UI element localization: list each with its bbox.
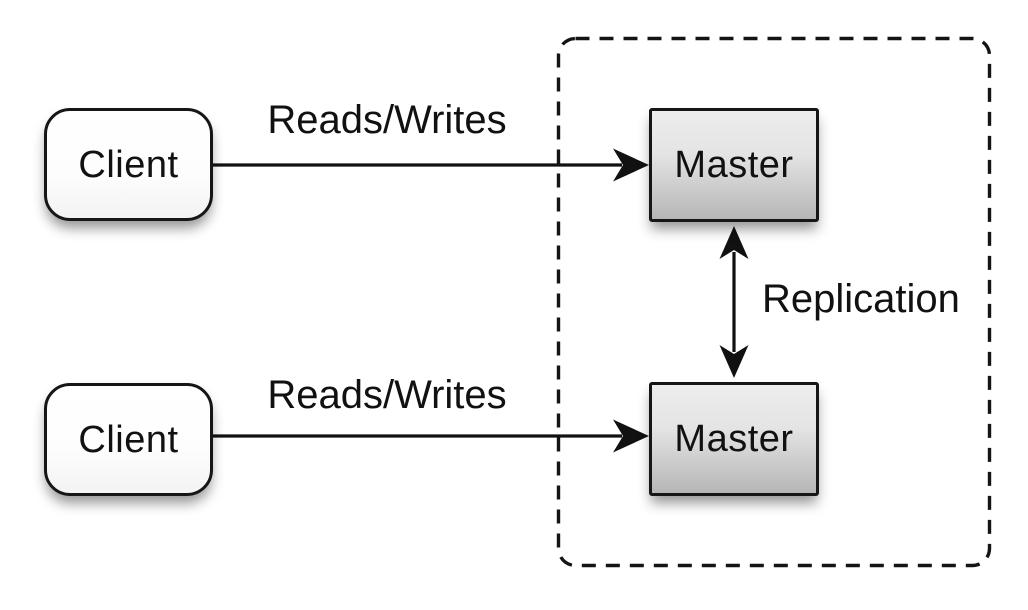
node-master-top: Master xyxy=(649,108,819,222)
node-client-bottom-label: Client xyxy=(78,418,179,461)
arrow-reads-writes-bottom xyxy=(212,419,649,453)
node-client-bottom: Client xyxy=(44,383,213,496)
node-master-top-label: Master xyxy=(674,144,794,186)
node-master-bottom-label: Master xyxy=(674,418,794,460)
node-master-bottom: Master xyxy=(649,382,819,496)
edge-label-reads-writes-top: Reads/Writes xyxy=(267,98,507,142)
arrow-replication xyxy=(719,226,749,378)
edge-label-replication: Replication xyxy=(762,277,960,321)
replication-zone-boundary xyxy=(556,36,992,568)
node-client-top: Client xyxy=(44,108,213,221)
node-client-top-label: Client xyxy=(78,143,179,186)
edge-label-reads-writes-bottom: Reads/Writes xyxy=(267,373,507,417)
arrow-reads-writes-top xyxy=(212,148,649,182)
